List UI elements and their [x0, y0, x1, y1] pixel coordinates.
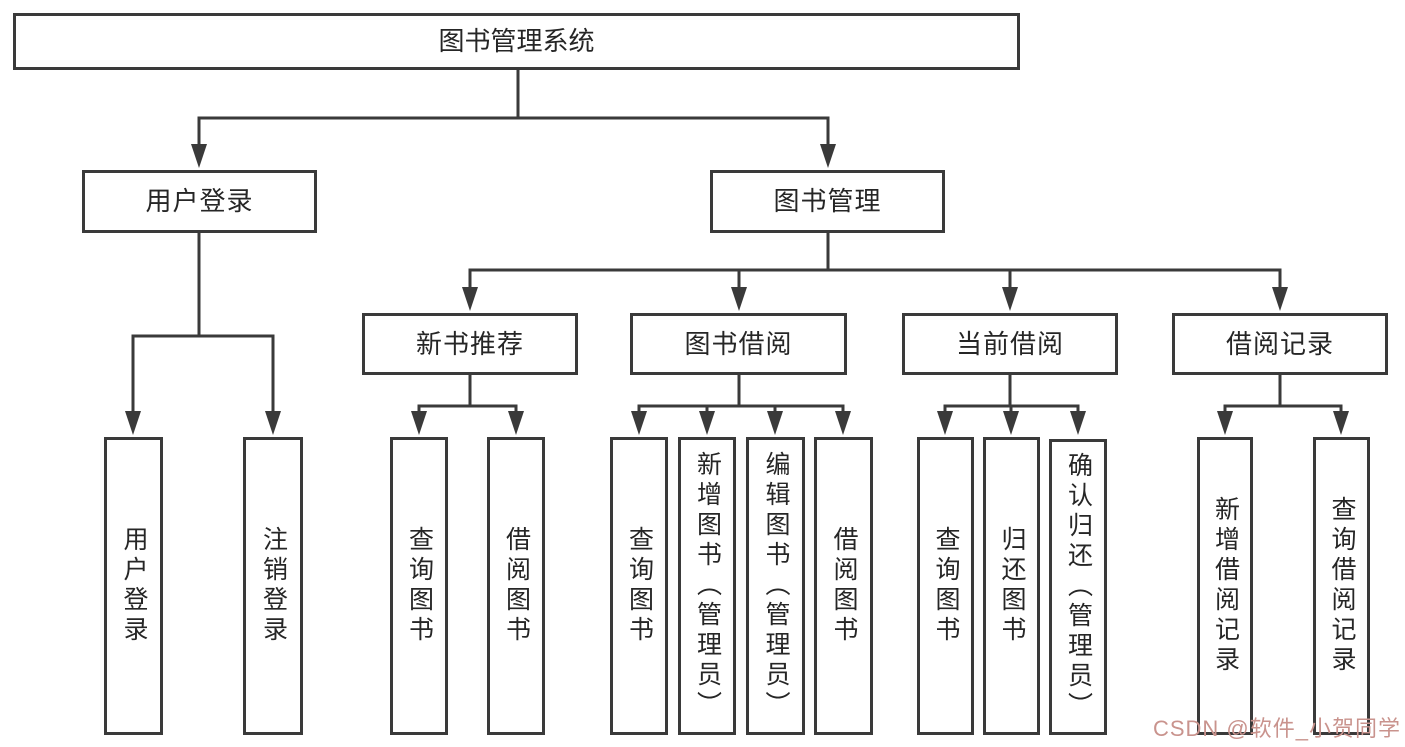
arrowhead-icon [265, 411, 281, 435]
arrowhead-icon [820, 144, 836, 168]
csdn-watermark: CSDN @软件_小贺同学 [1152, 716, 1401, 741]
arrowhead-icon [1003, 411, 1019, 435]
leaf-confirm-return-admin: 确认归还（管理员） [1049, 439, 1107, 735]
node-borrowing-records-label: 借阅记录 [1225, 328, 1334, 359]
leaf-edit-books-admin: 编辑图书（管理员） [746, 437, 805, 735]
leaf-return-books-label: 归还图书 [998, 526, 1026, 646]
node-book-management-label: 图书管理 [773, 186, 882, 217]
leaf-query-borrow-record: 查询借阅记录 [1313, 437, 1370, 735]
arrowhead-icon [699, 411, 715, 435]
leaf-return-books: 归还图书 [983, 437, 1040, 735]
node-library-management-system: 图书管理系统 [13, 13, 1020, 70]
arrowhead-icon [767, 411, 783, 435]
leaf-query-books-borrow: 查询图书 [610, 437, 668, 735]
arrowhead-icon [191, 144, 207, 168]
leaf-user-login-label: 用户登录 [120, 526, 148, 646]
arrowhead-icon [411, 411, 427, 435]
leaf-add-books-admin-label: 新增图书（管理员） [693, 451, 722, 721]
node-book-management: 图书管理 [710, 170, 945, 233]
node-new-book-recommendation-label: 新书推荐 [415, 328, 524, 359]
node-book-borrowing: 图书借阅 [630, 313, 847, 375]
node-user-login-label: 用户登录 [145, 186, 254, 217]
arrowhead-icon [462, 287, 478, 311]
node-user-login: 用户登录 [82, 170, 317, 233]
arrowhead-icon [631, 411, 647, 435]
arrowhead-icon [835, 411, 851, 435]
leaf-confirm-return-admin-label: 确认归还（管理员） [1064, 452, 1093, 722]
arrowhead-icon [1070, 411, 1086, 435]
leaf-query-borrow-record-label: 查询借阅记录 [1328, 496, 1356, 676]
arrowhead-icon [508, 411, 524, 435]
node-borrowing-records: 借阅记录 [1172, 313, 1388, 375]
node-new-book-recommendation: 新书推荐 [362, 313, 578, 375]
node-current-borrowing-label: 当前借阅 [955, 328, 1064, 359]
arrowhead-icon [1002, 287, 1018, 311]
arrowhead-icon [125, 411, 141, 435]
leaf-logout: 注销登录 [243, 437, 303, 735]
leaf-add-books-admin: 新增图书（管理员） [678, 437, 736, 735]
leaf-borrow-books: 借阅图书 [814, 437, 873, 735]
leaf-logout-label: 注销登录 [259, 526, 288, 646]
leaf-borrow-books-recommend: 借阅图书 [487, 437, 545, 735]
leaf-add-borrow-record-label: 新增借阅记录 [1211, 496, 1240, 676]
node-current-borrowing: 当前借阅 [902, 313, 1118, 375]
arrowhead-icon [731, 287, 747, 311]
leaf-query-books-recommend: 查询图书 [390, 437, 448, 735]
arrowhead-icon [1217, 411, 1233, 435]
arrowhead-icon [1333, 411, 1349, 435]
leaf-edit-books-admin-label: 编辑图书（管理员） [762, 451, 790, 721]
node-library-management-system-label: 图书管理系统 [438, 26, 595, 57]
arrowhead-icon [937, 411, 953, 435]
leaf-query-books-borrow-label: 查询图书 [625, 526, 654, 646]
leaf-add-borrow-record: 新增借阅记录 [1197, 437, 1253, 735]
leaf-borrow-books-recommend-label: 借阅图书 [502, 526, 531, 646]
leaf-user-login: 用户登录 [104, 437, 163, 735]
leaf-borrow-books-label: 借阅图书 [830, 526, 858, 646]
leaf-query-books-current-label: 查询图书 [932, 526, 960, 646]
node-book-borrowing-label: 图书借阅 [684, 328, 793, 359]
leaf-query-books-current: 查询图书 [917, 437, 974, 735]
arrowhead-icon [1272, 287, 1288, 311]
leaf-query-books-recommend-label: 查询图书 [405, 526, 434, 646]
